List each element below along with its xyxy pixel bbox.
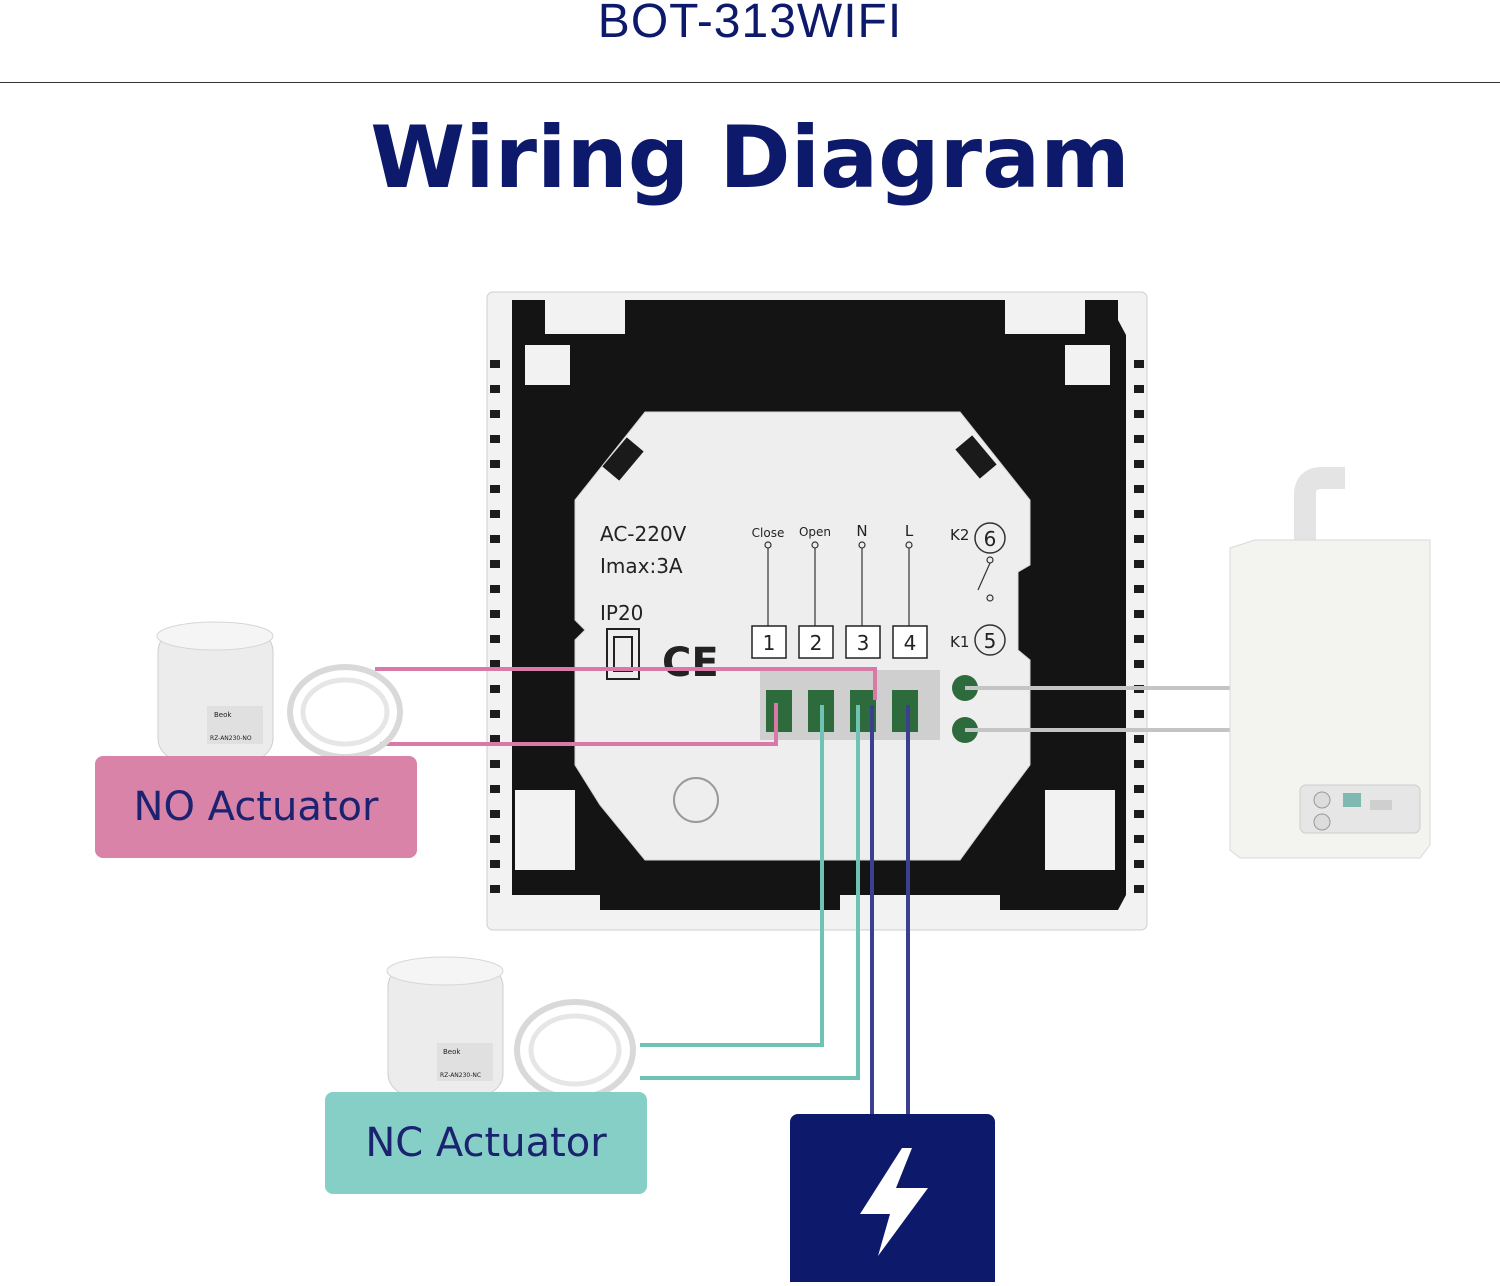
terminal-label-close: Close: [752, 526, 785, 540]
spec-ip-rating: IP20: [600, 601, 643, 625]
terminal-number-4: 4: [904, 631, 917, 655]
header-divider: [0, 82, 1500, 83]
no-actuator-brand: Beok: [214, 711, 232, 719]
terminal-number-1: 1: [763, 631, 776, 655]
no-actuator-device: Beok RZ-AN230-NO: [156, 621, 403, 761]
terminal-label-n: N: [856, 522, 867, 540]
terminal-label-l: L: [905, 522, 914, 540]
left-vent-slots: [490, 360, 500, 893]
terminal-number-3: 3: [857, 631, 870, 655]
terminal-label-open: Open: [799, 525, 831, 539]
relay-label-k2: K2: [950, 526, 969, 544]
relay-number-5: 5: [984, 629, 997, 653]
no-actuator-label: NO Actuator: [95, 756, 417, 858]
no-actuator-model: RZ-AN230-NO: [210, 735, 252, 742]
wires: [375, 667, 1230, 1114]
relay-label-k1: K1: [950, 633, 969, 651]
lightning-bolt-icon: [860, 1148, 928, 1256]
ce-mark-icon: CE: [662, 640, 719, 686]
terminal-pin-lines: [764, 541, 994, 626]
terminal-number-boxes: [751, 625, 928, 659]
power-source-box: [790, 1114, 995, 1282]
relay-circle-6: [974, 522, 1006, 554]
model-title: BOT-313WIFI: [597, 0, 903, 48]
spec-current: Imax:3A: [600, 554, 683, 578]
page-title: Wiring Diagram: [370, 108, 1130, 208]
boiler-icon: [1229, 467, 1431, 859]
nc-actuator-device: Beok RZ-AN230-NC: [386, 956, 636, 1101]
nc-actuator-model: RZ-AN230-NC: [440, 1072, 481, 1079]
relay-number-6: 6: [984, 527, 997, 551]
nc-actuator-brand: Beok: [443, 1048, 461, 1056]
nc-actuator-label: NC Actuator: [325, 1092, 647, 1194]
relay-circle-5: [974, 624, 1006, 656]
spec-voltage: AC-220V: [600, 522, 687, 546]
terminal-number-2: 2: [810, 631, 823, 655]
